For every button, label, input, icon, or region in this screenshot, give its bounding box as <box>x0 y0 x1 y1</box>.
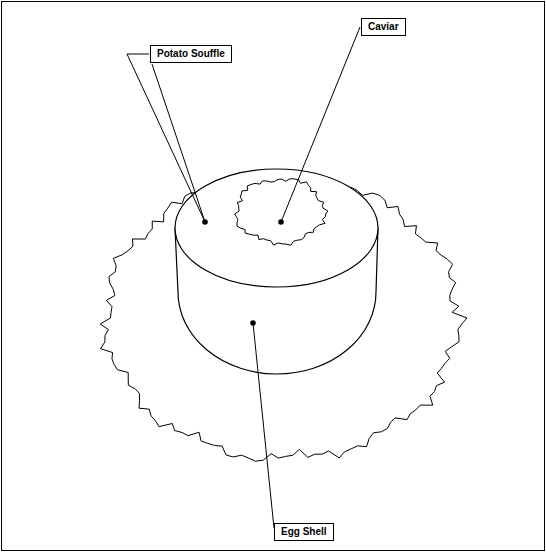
leader-lines <box>127 27 360 528</box>
label-box: Egg Shell <box>274 523 334 541</box>
label-box: Caviar <box>361 18 406 36</box>
caviar-path <box>235 179 328 245</box>
caviar-outline <box>235 179 328 245</box>
part-label: Egg Shell <box>281 526 327 538</box>
leader-dots <box>202 219 284 326</box>
part-label: Caviar <box>368 21 399 33</box>
part-label: Potato Souffle <box>157 48 225 60</box>
label-box: Potato Souffle <box>150 45 232 63</box>
souffle-cylinder <box>175 169 378 374</box>
